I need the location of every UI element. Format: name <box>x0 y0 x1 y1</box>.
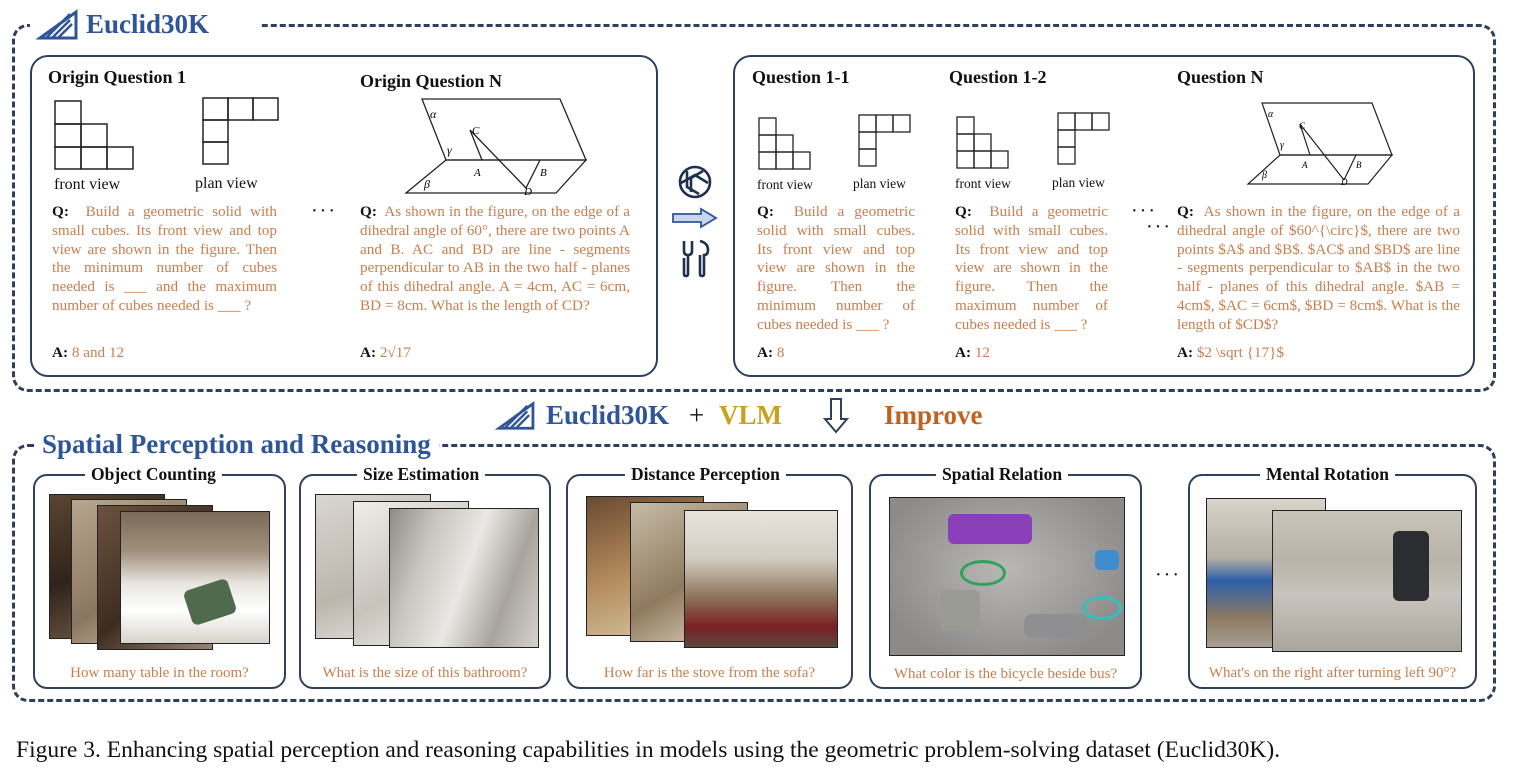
origin-q1-question: Q: Build a geometric solid with small cu… <box>52 203 278 314</box>
geometry-logo-icon <box>36 9 78 40</box>
task-card-distance-perception: Distance Perception How far is the stove… <box>566 464 853 689</box>
q-prefix: Q: <box>52 203 69 220</box>
euclid-title: Euclid30K <box>86 9 210 39</box>
svg-text:α: α <box>1268 109 1274 120</box>
svg-text:B: B <box>1356 160 1362 170</box>
origin-questions-panel <box>30 55 658 377</box>
task-title: Mental Rotation <box>1260 464 1395 484</box>
task-title: Spatial Relation <box>936 464 1069 484</box>
alpha-label: α <box>430 107 437 121</box>
middle-improve: Improve <box>884 400 983 430</box>
task-question: What is the size of this bathroom? <box>322 665 528 681</box>
svg-text:A: A <box>1301 160 1308 170</box>
q11-front-view <box>758 117 811 170</box>
task-question: How many table in the room? <box>70 665 249 681</box>
task-title: Distance Perception <box>625 464 786 484</box>
arrow-right-icon <box>672 207 718 229</box>
gray-car <box>1024 614 1088 638</box>
qn-dihedral-figure: α γ β C A B D <box>1246 102 1394 186</box>
svg-text:γ: γ <box>1280 140 1285 151</box>
beta-label: β <box>423 177 430 191</box>
middle-plus: + <box>689 400 705 430</box>
bathroom-photo-front <box>389 508 539 648</box>
task-title: Size Estimation <box>357 464 486 484</box>
pillow-shape <box>182 577 238 627</box>
euclid-section-frame <box>12 24 1496 392</box>
geometry-logo-icon <box>495 401 535 430</box>
q11-heading: Question 1-1 <box>752 67 850 87</box>
point-a-label: A <box>473 167 481 179</box>
spatial-section-frame <box>12 444 1496 702</box>
rewritten-between-dots-2: ··· <box>1146 216 1172 238</box>
q12-front-label: front view <box>955 176 1011 191</box>
q11-plan-view <box>858 114 911 167</box>
office-chair <box>1393 531 1429 601</box>
origin-qn-answer: A: 2√17 <box>360 344 411 361</box>
origin-qn-heading: Origin Question N <box>360 71 503 91</box>
middle-vlm: VLM <box>719 400 782 430</box>
q12-heading: Question 1-2 <box>949 67 1047 87</box>
origin-q1-front-view <box>54 100 134 170</box>
point-d-label: D <box>523 186 532 196</box>
task-card-mental-rotation: Mental Rotation What's on the right afte… <box>1188 464 1477 689</box>
origin-q1-heading: Origin Question 1 <box>48 67 187 87</box>
q11-plan-label: plan view <box>853 176 906 191</box>
rewritten-questions-panel <box>733 55 1475 377</box>
middle-euclid-name: Euclid30K <box>546 400 670 430</box>
purple-bus <box>948 514 1032 544</box>
task-card-object-counting: Object Counting How many table in the ro… <box>33 464 286 689</box>
q11-front-label: front view <box>757 177 813 192</box>
q12-plan-label: plan view <box>1052 175 1105 190</box>
task-question: How far is the stove from the sofa? <box>603 665 816 681</box>
qn-heading: Question N <box>1177 67 1264 87</box>
tasks-between-dots: ··· <box>1155 564 1181 586</box>
task-question: What's on the right after turning left 9… <box>1208 665 1457 681</box>
q12-plan-view <box>1057 112 1110 165</box>
task-card-spatial-relation: Spatial Relation What color is the bicyc… <box>869 464 1142 689</box>
tools-icon <box>682 239 710 278</box>
q12-answer: A: 12 <box>955 344 991 361</box>
qn-answer: A: $2 \sqrt {17}$ <box>1177 344 1284 361</box>
figure-caption: Figure 3. Enhancing spatial perception a… <box>16 737 1281 763</box>
point-c-label: C <box>472 125 480 137</box>
svg-text:D: D <box>1340 177 1348 186</box>
clevr-scene-photo <box>889 497 1125 656</box>
openai-logo-icon <box>678 165 712 199</box>
rewritten-between-dots-1: ··· <box>1131 200 1157 222</box>
origin-qn-dihedral-figure: α γ β C A B D <box>404 98 588 196</box>
q11-question: Q: Build a geometric solid with small cu… <box>757 203 915 333</box>
a-prefix: A: <box>52 344 69 361</box>
gamma-label: γ <box>447 143 452 157</box>
office-photo-front <box>1272 510 1462 652</box>
qn-question: Q: As shown in the figure, on the edge o… <box>1177 203 1460 333</box>
task-question: What color is the bicycle beside bus? <box>893 666 1118 682</box>
point-b-label: B <box>540 167 547 179</box>
euclid-title-group: Euclid30K <box>30 6 260 42</box>
green-bicycle <box>960 560 1006 586</box>
q12-question: Q: Build a geometric solid with small cu… <box>955 203 1108 333</box>
cyan-car <box>1095 550 1119 570</box>
origin-q1-plan-label: plan view <box>195 175 258 192</box>
origin-between-dots: ··· <box>311 200 337 222</box>
origin-q1-plan-view <box>202 97 279 165</box>
q12-front-view <box>956 116 1009 169</box>
teal-bicycle <box>1082 596 1122 620</box>
room-photo-front <box>120 511 270 644</box>
arrow-down-icon <box>822 398 850 434</box>
task-title: Object Counting <box>85 464 222 484</box>
origin-q1-front-label: front view <box>54 176 121 193</box>
spatial-section-title: Spatial Perception and Reasoning <box>34 428 439 460</box>
q11-answer: A: 8 <box>757 344 785 361</box>
svg-text:β: β <box>1261 170 1267 181</box>
living-photo-front <box>684 510 838 648</box>
origin-q1-answer: A: 8 and 12 <box>52 344 125 361</box>
origin-qn-question: Q: As shown in the figure, on the edge o… <box>360 203 630 314</box>
silver-bus <box>940 590 980 630</box>
task-card-size-estimation: Size Estimation What is the size of this… <box>299 464 551 689</box>
svg-text:C: C <box>1299 121 1306 131</box>
